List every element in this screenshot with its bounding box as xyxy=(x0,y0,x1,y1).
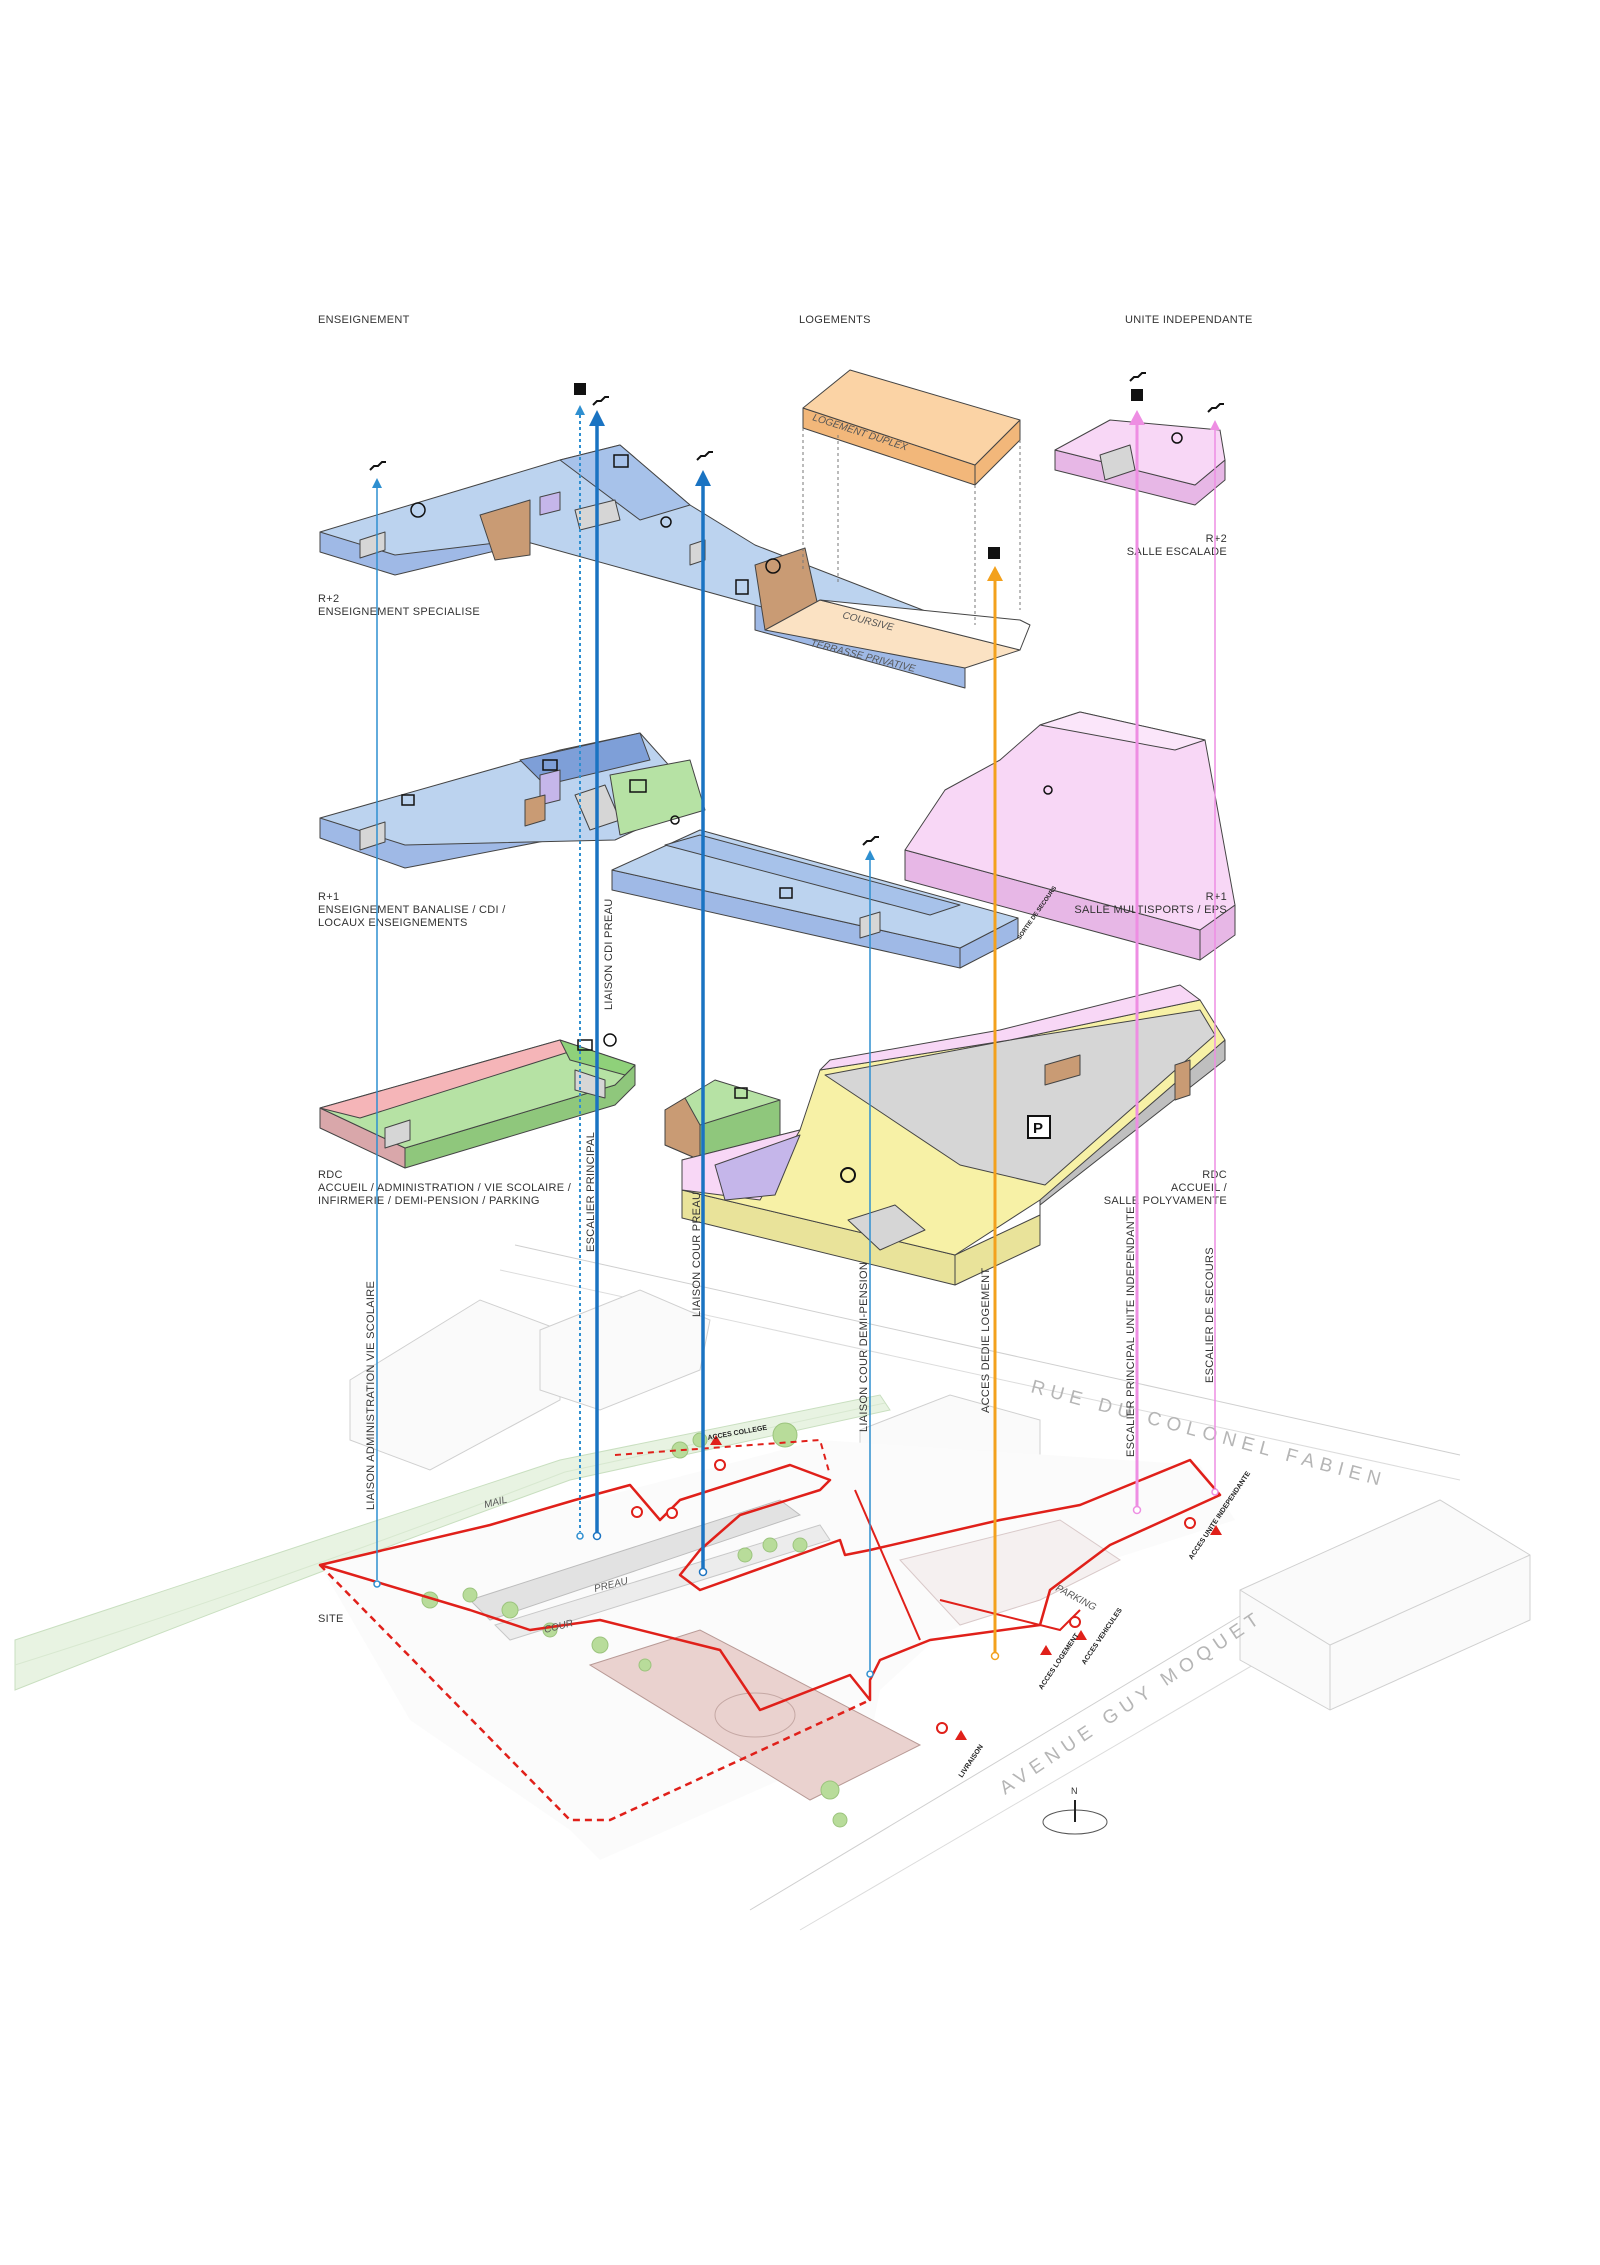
column-header-enseignement: ENSEIGNEMENT xyxy=(318,314,410,326)
vertical-links xyxy=(372,405,1220,1678)
stair-icon-4 xyxy=(862,836,879,846)
column-header-unite-independante: UNITE INDEPENDANTE xyxy=(1125,314,1253,326)
link-label-escalier-secours: ESCALIER DE SECOURS xyxy=(1204,1247,1216,1383)
stair-icon-1 xyxy=(369,461,386,471)
rdc-left-line3: INFIRMERIE / DEMI-PENSION / PARKING xyxy=(318,1195,540,1207)
science-icon xyxy=(765,558,781,574)
link-label-escalier-unite-independante: ESCALIER PRINCIPAL UNITE INDEPENDANTE xyxy=(1125,1206,1137,1457)
parking-icon xyxy=(1027,1115,1051,1139)
gear-icon xyxy=(410,502,426,518)
stair-icon-2 xyxy=(592,396,609,406)
teacher-icon-2 xyxy=(779,887,793,899)
level-label-site: SITE xyxy=(318,1613,344,1625)
level-r2: COURSIVE TERRASSE PRIVATIVE LOGEMENT DUP… xyxy=(319,369,1226,689)
level-rdc: P xyxy=(319,984,1226,1286)
r1-right-line2: SALLE MULTISPORTS / EPS xyxy=(1074,904,1227,916)
r2-right-line2: SALLE ESCALADE xyxy=(1127,546,1227,558)
classroom-icon xyxy=(542,759,558,771)
book-icon xyxy=(629,779,647,793)
plan-label-mail: MAIL xyxy=(483,1495,508,1511)
link-label-cdi-preau: LIAISON CDI PREAU xyxy=(603,899,615,1010)
r1-left-line1: R+1 xyxy=(318,891,339,903)
link-label-acces-logement: ACCES DEDIE LOGEMENT xyxy=(980,1268,992,1413)
teacher-icon xyxy=(401,794,415,806)
rdc-right-line2: ACCUEIL / xyxy=(1171,1182,1228,1194)
r2-right-line1: R+2 xyxy=(1206,533,1227,545)
north-arrow: N xyxy=(1042,1786,1108,1835)
plan-label-parking: PARKING xyxy=(1054,1583,1098,1614)
road-label-avenue-guy-moquet: AVENUE GUY MOQUET xyxy=(996,1606,1268,1799)
music-icon xyxy=(660,516,672,528)
climbing-icon xyxy=(1171,432,1183,444)
stair-icon-3 xyxy=(696,451,713,461)
link-label-admin-vie-scolaire: LIAISON ADMINISTRATION VIE SCOLAIRE xyxy=(365,1281,377,1510)
level-r1: SORTIE DE SECOURS xyxy=(319,711,1236,969)
link-label-cour-demi-pension: LIAISON COUR DEMI-PENSION xyxy=(858,1262,870,1432)
stair-icon-6 xyxy=(1207,403,1224,413)
r1-left-line3: LOCAUX ENSEIGNEMENTS xyxy=(318,917,468,929)
link-label-escalier-principal: ESCALIER PRINCIPAL xyxy=(585,1132,597,1252)
column-header-logements: LOGEMENTS xyxy=(799,314,871,326)
north-label: N xyxy=(1071,1786,1078,1796)
accessibility-icon-logement xyxy=(988,547,1000,559)
stair-icons xyxy=(369,372,1224,846)
rdc-right-line3: SALLE POLYVAMENTE xyxy=(1104,1195,1227,1207)
r1-right-line1: R+1 xyxy=(1206,891,1227,903)
r2-left-line1: R+2 xyxy=(318,593,339,605)
rdc-left-line1: RDC xyxy=(318,1169,343,1181)
parking-icon-letter: P xyxy=(1033,1120,1043,1137)
r1-left-line2: ENSEIGNEMENT BANALISE / CDI / xyxy=(318,904,506,916)
rdc-left-line2: ACCUEIL / ADMINISTRATION / VIE SCOLAIRE … xyxy=(318,1182,572,1194)
mail-icon xyxy=(577,1039,593,1051)
computer-icon xyxy=(670,815,680,825)
stair-icon-5 xyxy=(1129,372,1146,382)
info-icon xyxy=(603,1033,617,1047)
access-label-logement: ACCES LOGEMENT xyxy=(1038,1632,1081,1691)
sport-icon xyxy=(1043,785,1053,795)
link-label-cour-preau: LIAISON COUR PREAU xyxy=(691,1192,703,1317)
access-label-livraison: LIVRAISON xyxy=(958,1744,985,1780)
medical-icon xyxy=(734,1087,748,1099)
site-plan: MAIL PREAU COUR PARKING RUE DU COLONEL F… xyxy=(14,1244,1531,1931)
access-label-vehicules: ACCES VEHICULES xyxy=(1081,1607,1124,1666)
accessibility-icon-unite xyxy=(1131,389,1143,401)
accessibility-icon xyxy=(574,383,586,395)
r2-left-line2: ENSEIGNEMENT SPECIALISE xyxy=(318,606,480,618)
restaurant-icon xyxy=(840,1167,856,1183)
art-icon xyxy=(613,454,629,468)
lab-icon xyxy=(735,579,749,595)
